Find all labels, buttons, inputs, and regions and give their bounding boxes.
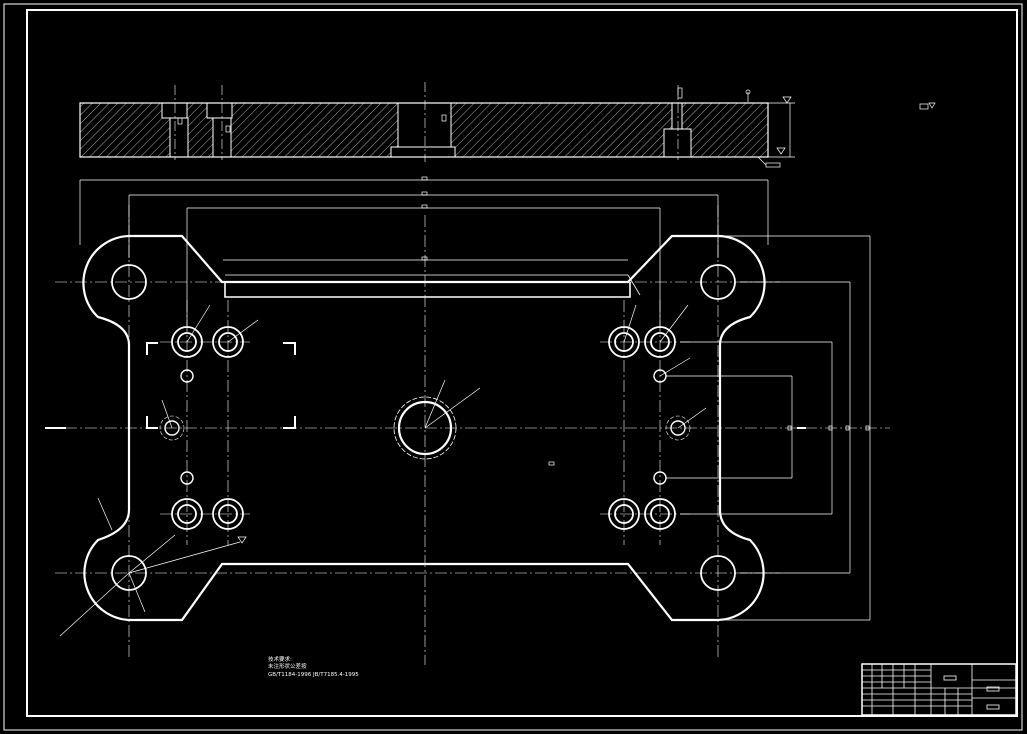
notes-heading: 技术要求: (268, 655, 292, 663)
counterbore-holes (171, 326, 676, 530)
technical-notes: 技术要求: 未注形状公差按 GB/T1184-1996 JB/T7185.4-1… (268, 655, 359, 678)
pin-holes (164, 369, 686, 485)
view-corner-marks (146, 342, 296, 429)
notes-line-2: GB/T1184-1996 JB/T7185.4-1995 (268, 672, 359, 678)
dimension-lines (79, 176, 871, 621)
leader-lines (59, 304, 707, 637)
title-block (861, 663, 1017, 716)
corner-holes (111, 264, 736, 591)
plate-outline (82, 234, 766, 622)
section-view (79, 82, 936, 168)
center-bore (393, 396, 457, 460)
notes-line-1: 未注形状公差按 (268, 662, 307, 670)
drawing-frame (3, 3, 1023, 731)
